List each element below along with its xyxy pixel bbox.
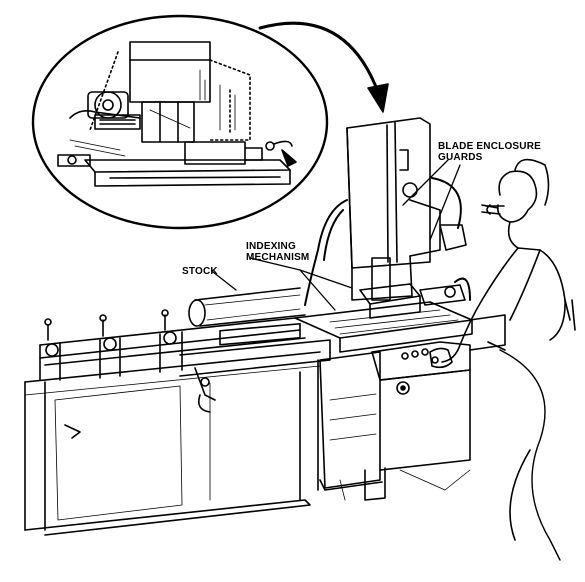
label-blade-enclosure-guards: BLADE ENCLOSURE GUARDS <box>438 141 541 163</box>
saw-table <box>294 277 506 501</box>
detail-inset <box>31 14 329 230</box>
callout-arrow <box>258 21 389 113</box>
label-indexing-mechanism: INDEXING MECHANISM <box>246 241 309 263</box>
label-blade-guards-line2: GUARDS <box>438 152 483 163</box>
leader-lines <box>212 159 461 311</box>
label-stock: STOCK <box>182 266 218 277</box>
label-indexing-line2: MECHANISM <box>246 252 310 263</box>
operator-figure <box>429 158 576 369</box>
infeed-conveyor <box>24 309 331 536</box>
label-blade-guards-line1: BLADE ENCLOSURE <box>438 141 542 152</box>
power-cord <box>499 349 561 561</box>
label-indexing-line1: INDEXING <box>246 241 296 252</box>
stock-bar <box>188 287 306 327</box>
saw-column <box>304 117 467 306</box>
